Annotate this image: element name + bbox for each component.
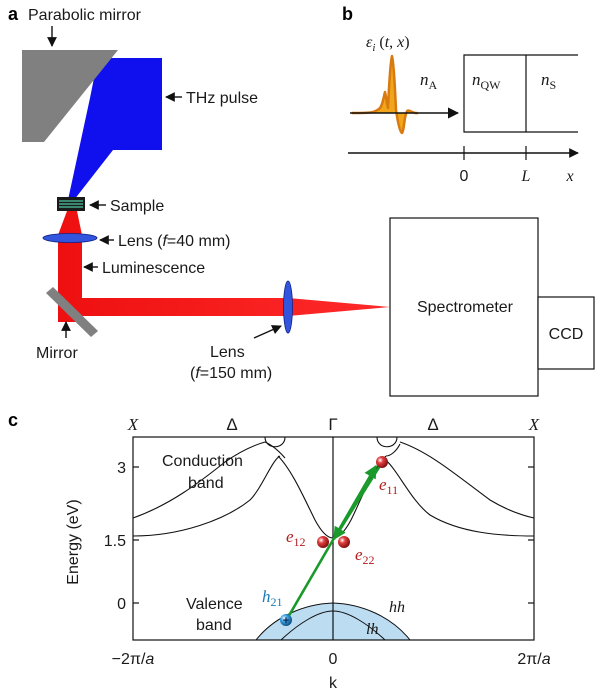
electron-e11: [376, 456, 388, 468]
lens-2-pointer: [253, 325, 282, 339]
lens-1: [42, 233, 98, 243]
panel-b-letter: b: [342, 4, 353, 24]
lens-2-label-2: (f=150 mm): [190, 365, 272, 382]
lens-1-label: Lens (f=40 mm): [118, 233, 231, 250]
lens-2-label-1: Lens: [210, 344, 245, 361]
panel-b: b εi (t, x) nA nQW nS 0 L x: [342, 4, 579, 185]
panel-a: a Parabolic mirror THz pulse Sample Lens…: [8, 4, 595, 397]
panel-c: c X Δ Γ Δ X: [8, 410, 551, 692]
h21-label: h21: [262, 587, 283, 609]
x-tick-pos: 2π/a: [517, 651, 550, 668]
luminescence-beam: [58, 211, 390, 322]
x-axis-label: x: [565, 168, 573, 185]
pulse-waveform: [351, 54, 419, 135]
e22-label: e22: [355, 545, 375, 567]
top-label-delta-left: Δ: [226, 415, 237, 434]
e12-label: e12: [286, 527, 306, 549]
e11-label: e11: [379, 475, 398, 497]
mirror-label: Mirror: [36, 345, 78, 362]
electron-e12: [317, 536, 329, 548]
top-label-x-right: X: [528, 415, 540, 434]
spectrometer-label: Spectrometer: [417, 299, 514, 316]
transition-arrow-e11-e22: [332, 460, 385, 541]
luminescence-label: Luminescence: [102, 260, 205, 277]
hole-h21: [280, 614, 292, 626]
tick-L-label: L: [521, 168, 531, 185]
panel-a-letter: a: [8, 4, 19, 24]
valence-label-2: band: [196, 617, 232, 634]
parabolic-mirror-label: Parabolic mirror: [28, 7, 142, 24]
spectrometer-box: [389, 217, 539, 397]
ccd-label: CCD: [549, 326, 584, 343]
conduction-label-2: band: [188, 475, 224, 492]
top-label-delta-right: Δ: [427, 415, 438, 434]
parabolic-mirror: [22, 50, 118, 142]
x-tick-zero: 0: [329, 651, 338, 668]
top-label-x-left: X: [127, 415, 139, 434]
hole-plus-sign: +: [283, 615, 289, 627]
flat-mirror: [46, 287, 98, 337]
y-tick-3: 3: [117, 460, 126, 477]
y-tick-0: 0: [117, 596, 126, 613]
conduction-label-1: Conduction: [162, 453, 243, 470]
n-a-label: nA: [420, 70, 438, 92]
lh-label: lh: [366, 621, 378, 638]
hh-label: hh: [389, 599, 405, 616]
transition-arrow-h21-e11: [285, 464, 378, 620]
electron-e22: [338, 536, 350, 548]
ccd-box: [537, 296, 595, 370]
valence-label-1: Valence: [186, 596, 243, 613]
field-label: εi (t, x): [366, 34, 410, 54]
x-tick-neg: −2π/a: [112, 651, 155, 668]
n-qw-label: nQW: [472, 70, 501, 92]
thz-pulse-label: THz pulse: [186, 90, 258, 107]
x-axis-label-k: k: [329, 675, 338, 692]
layer-box: [463, 54, 578, 133]
thz-beam: [68, 58, 162, 200]
top-label-gamma: Γ: [328, 415, 337, 434]
tick-0-label: 0: [460, 168, 469, 185]
sample-label: Sample: [110, 198, 164, 215]
n-s-label: nS: [541, 70, 556, 92]
panel-c-letter: c: [8, 410, 18, 430]
lens-2: [283, 280, 293, 334]
y-axis-label: Energy (eV): [65, 499, 82, 584]
y-tick-1-5: 1.5: [104, 533, 126, 550]
